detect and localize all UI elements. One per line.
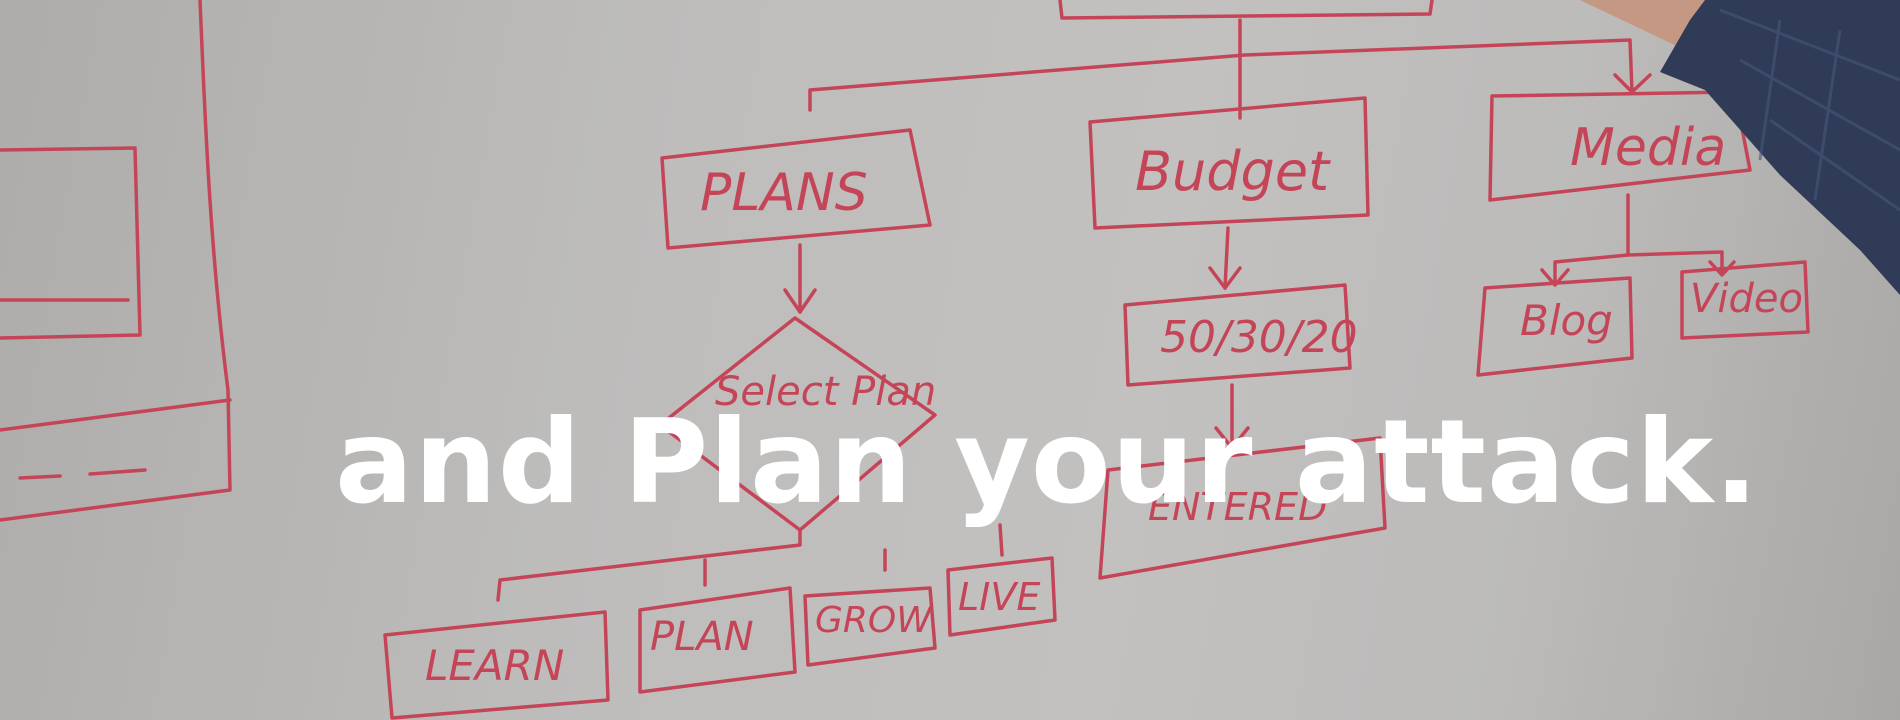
presenter-arm [1580,0,1900,295]
grow-node: GROW [803,586,937,667]
select-plan-label: Select Plan [715,369,936,415]
entry-label: ENTERED [1148,485,1327,529]
budget-node: Budget [1088,96,1370,290]
plan-node: PLAN [638,586,797,694]
live-label: LIVE [958,575,1040,619]
split-label: 50/30/20 [1160,312,1358,363]
select-plan-node: Select Plan [496,316,1004,602]
blog-node: Blog [1476,276,1634,377]
learn-node: LEARN [383,610,610,720]
hero-headline: and Plan your attack. [335,395,1760,530]
left-sketch [0,0,232,522]
entry-node: ENTERED [1098,436,1387,580]
split-node: 50/30/20 [1123,283,1358,450]
blog-label: Blog [1520,296,1613,345]
top-connectors [808,0,1652,120]
learn-label: LEARN [425,641,564,690]
plans-label: PLANS [700,163,868,223]
plans-node: PLANS [660,128,932,314]
grow-label: GROW [815,600,933,641]
budget-label: Budget [1135,140,1331,203]
plan-label: PLAN [650,614,754,660]
media-node: Media [1488,90,1752,287]
video-label: Video [1690,276,1803,322]
live-node: LIVE [946,556,1057,637]
video-node: Video [1680,260,1810,340]
media-label: Media [1570,118,1726,178]
